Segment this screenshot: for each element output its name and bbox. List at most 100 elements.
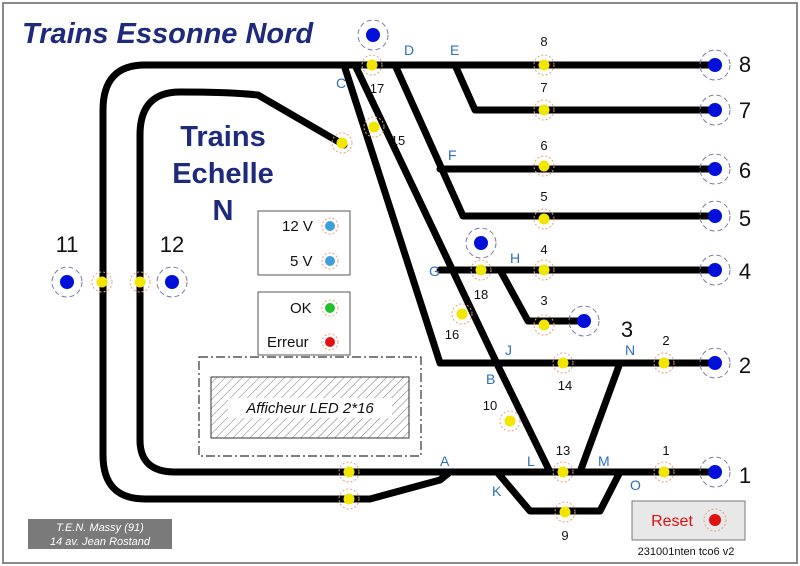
terminus-icon — [577, 314, 591, 328]
credit-line-2: 14 av. Jean Rostand — [50, 536, 151, 548]
sensor-number-1: 1 — [662, 443, 669, 458]
switch-label-o: O — [630, 477, 641, 493]
sensor-icon — [538, 213, 550, 225]
ok-label: OK — [290, 300, 312, 317]
track-number-11: 11 — [56, 232, 79, 257]
track-layout — [99, 61, 719, 515]
v12-label: 12 V — [282, 218, 313, 235]
sensor-number-4: 4 — [540, 242, 547, 257]
track-number-5: 5 — [739, 206, 751, 231]
track-number-12: 12 — [160, 232, 184, 257]
sensor-ring — [533, 54, 555, 76]
credit-line-1: T.E.N. Massy (91) — [56, 522, 144, 534]
terminus-icon — [708, 465, 722, 479]
led-display-frame — [198, 356, 422, 457]
reset-indicator-icon — [709, 514, 721, 526]
led-display-label-bg — [228, 398, 392, 418]
terminus-icon — [366, 28, 380, 42]
sensor-icon — [658, 466, 670, 478]
track-branch-e-7 — [451, 61, 719, 114]
sensor-ring — [653, 461, 675, 483]
error-ring — [321, 333, 339, 351]
sensor-icon — [343, 493, 355, 505]
sensor-ring — [552, 352, 574, 374]
sensor-group — [91, 54, 675, 523]
terminus-ring — [699, 49, 731, 81]
sensor-icon — [96, 276, 108, 288]
credit-box — [28, 519, 172, 549]
track-number-3: 3 — [621, 317, 633, 342]
reset-button[interactable]: Reset — [631, 500, 746, 541]
terminus-icon — [708, 103, 722, 117]
sensor-icon — [134, 276, 146, 288]
sensor-number-15: 15 — [391, 133, 405, 148]
sensor-ring — [533, 259, 555, 281]
sensor-icon — [538, 264, 550, 276]
sensor-ring — [533, 155, 555, 177]
sensor-ring — [499, 410, 521, 432]
sensor-ring — [363, 116, 385, 138]
terminus-ring — [568, 305, 600, 337]
v12-ring — [321, 217, 339, 235]
sensor-number-17: 17 — [370, 81, 384, 96]
sensor-icon — [538, 59, 550, 71]
status-panel — [257, 291, 351, 356]
track-number-4: 4 — [739, 259, 751, 284]
sensor-ring — [129, 271, 151, 293]
switch-label-d: D — [404, 42, 414, 58]
sensor-icon — [538, 160, 550, 172]
switch-label-j: J — [505, 342, 512, 358]
sensor-ring — [331, 132, 353, 154]
sensor-ring — [470, 259, 492, 281]
sensor-number-13: 13 — [556, 443, 570, 458]
scale-line-2: Echelle — [172, 158, 274, 190]
terminus-ring — [699, 153, 731, 185]
sensor-ring — [338, 461, 360, 483]
sensor-ring — [91, 271, 113, 293]
v5-indicator-icon — [325, 256, 335, 266]
v5-ring — [321, 252, 339, 270]
switch-label-a: A — [440, 453, 450, 469]
sensor-icon — [343, 466, 355, 478]
terminus-ring — [699, 456, 731, 488]
power-panel — [257, 210, 351, 276]
terminus-icon — [474, 236, 488, 250]
track-number-1: 1 — [739, 463, 751, 488]
sensor-icon — [658, 357, 670, 369]
sensor-number-16: 16 — [445, 327, 459, 342]
switch-label-f: F — [448, 147, 457, 163]
terminus-ring — [699, 254, 731, 286]
sensor-ring — [451, 303, 473, 325]
terminus-ring — [699, 347, 731, 379]
error-indicator-icon — [325, 337, 335, 347]
terminus-ring — [465, 227, 497, 259]
track-bottom-loop — [493, 468, 624, 515]
sensor-icon — [336, 137, 348, 149]
track-outer-loop — [99, 61, 719, 503]
switch-label-l: L — [527, 453, 535, 469]
v5-label: 5 V — [290, 253, 313, 270]
sensor-number-5: 5 — [540, 189, 547, 204]
page-title: Trains Essonne Nord — [22, 18, 314, 50]
sensor-icon — [538, 319, 550, 331]
terminus-ring — [699, 200, 731, 232]
ok-indicator-icon — [325, 303, 335, 313]
scale-line-3: N — [213, 195, 234, 227]
sensor-number-18: 18 — [474, 287, 488, 302]
error-label: Erreur — [267, 334, 309, 351]
terminus-icon — [708, 356, 722, 370]
terminus-icon — [708, 162, 722, 176]
sensor-number-7: 7 — [540, 80, 547, 95]
reset-ring — [703, 508, 727, 532]
sensor-ring — [361, 54, 383, 76]
track-3 — [496, 266, 588, 325]
sensor-icon — [557, 357, 569, 369]
switch-label-k: K — [492, 483, 502, 499]
version-label: 231001nten tco6 v2 — [638, 546, 735, 558]
sensor-ring — [533, 208, 555, 230]
reset-label: Reset — [651, 513, 693, 530]
